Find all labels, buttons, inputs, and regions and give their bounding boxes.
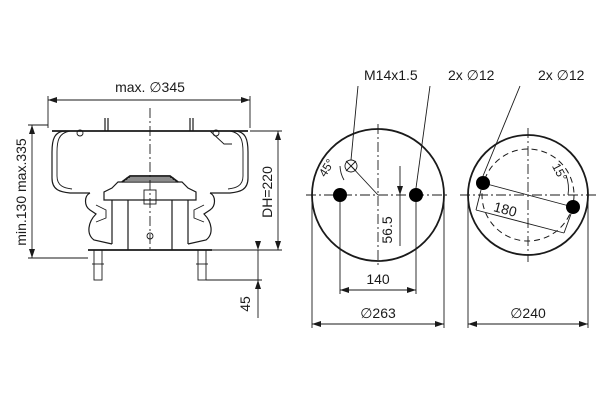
angle-ray xyxy=(350,165,379,196)
offset-label: 56.5 xyxy=(379,216,395,243)
angle-arc xyxy=(339,165,345,181)
bellow-inner xyxy=(56,130,73,190)
arrowhead xyxy=(275,131,281,140)
diameter-263-label: ∅263 xyxy=(360,305,396,321)
mount-hole-right xyxy=(409,188,423,202)
bottom-hole-left xyxy=(476,176,490,190)
top-plate-view: 45° M14x1.5 2x ∅12 56.5 140 ∅263 xyxy=(306,67,495,328)
bottom-plate-view: 15° 180 2x ∅12 ∅240 xyxy=(460,67,596,328)
arrowhead xyxy=(340,287,349,293)
clamp-right xyxy=(193,204,205,223)
arrowhead xyxy=(435,321,444,327)
bottom-stud-left xyxy=(93,249,103,281)
arrowhead xyxy=(29,249,35,258)
arrowhead xyxy=(468,321,477,327)
thread-label: M14x1.5 xyxy=(364,67,418,83)
side-view: max. ∅345 min.130 max.335 DH=220 45 xyxy=(13,79,282,318)
mount-hole-left xyxy=(333,188,347,202)
bellow-inner-right xyxy=(227,130,244,190)
bottom-hole-right xyxy=(566,200,580,214)
angle-arc xyxy=(565,174,569,196)
piston xyxy=(103,181,197,201)
spacing-140-label: 140 xyxy=(366,271,390,287)
arrowhead xyxy=(241,97,250,103)
angle-45-label: 45° xyxy=(316,156,338,179)
leader-holes xyxy=(482,85,521,177)
spacing-180-label: 180 xyxy=(492,198,519,220)
bottom-stud-right xyxy=(197,249,207,281)
arrowhead xyxy=(255,280,261,289)
height-range-label: min.130 max.335 xyxy=(13,138,29,246)
leader-holes xyxy=(415,85,431,189)
hole-axis xyxy=(482,182,574,208)
stud-length-label: 45 xyxy=(237,296,253,312)
bellow-outline xyxy=(51,130,90,194)
arrowhead xyxy=(407,287,416,293)
rolling-lobe-left xyxy=(84,192,113,245)
rolling-lobe-right xyxy=(187,192,216,245)
arrowhead xyxy=(312,321,321,327)
clamp-left xyxy=(95,204,107,223)
dim-line-180 xyxy=(475,209,565,234)
arrowhead xyxy=(48,97,57,103)
arrowhead xyxy=(579,321,588,327)
arrowhead xyxy=(275,241,281,250)
holes-label-top: 2x ∅12 xyxy=(448,67,495,83)
arrowhead xyxy=(29,125,35,134)
dia-max-label: max. ∅345 xyxy=(115,79,185,95)
ext-line xyxy=(563,213,572,234)
top-fitting-bracket xyxy=(209,130,232,145)
arrowhead xyxy=(255,241,261,250)
diameter-240-label: ∅240 xyxy=(510,305,546,321)
design-height-label: DH=220 xyxy=(259,166,275,218)
top-fitting-left xyxy=(76,129,84,137)
ext-line xyxy=(475,189,482,211)
holes-label-bottom: 2x ∅12 xyxy=(538,67,585,83)
angle-15-label: 15° xyxy=(549,161,570,184)
arrowhead xyxy=(397,186,403,195)
leader-thread xyxy=(350,85,359,161)
bellow-outline-right xyxy=(210,130,249,194)
